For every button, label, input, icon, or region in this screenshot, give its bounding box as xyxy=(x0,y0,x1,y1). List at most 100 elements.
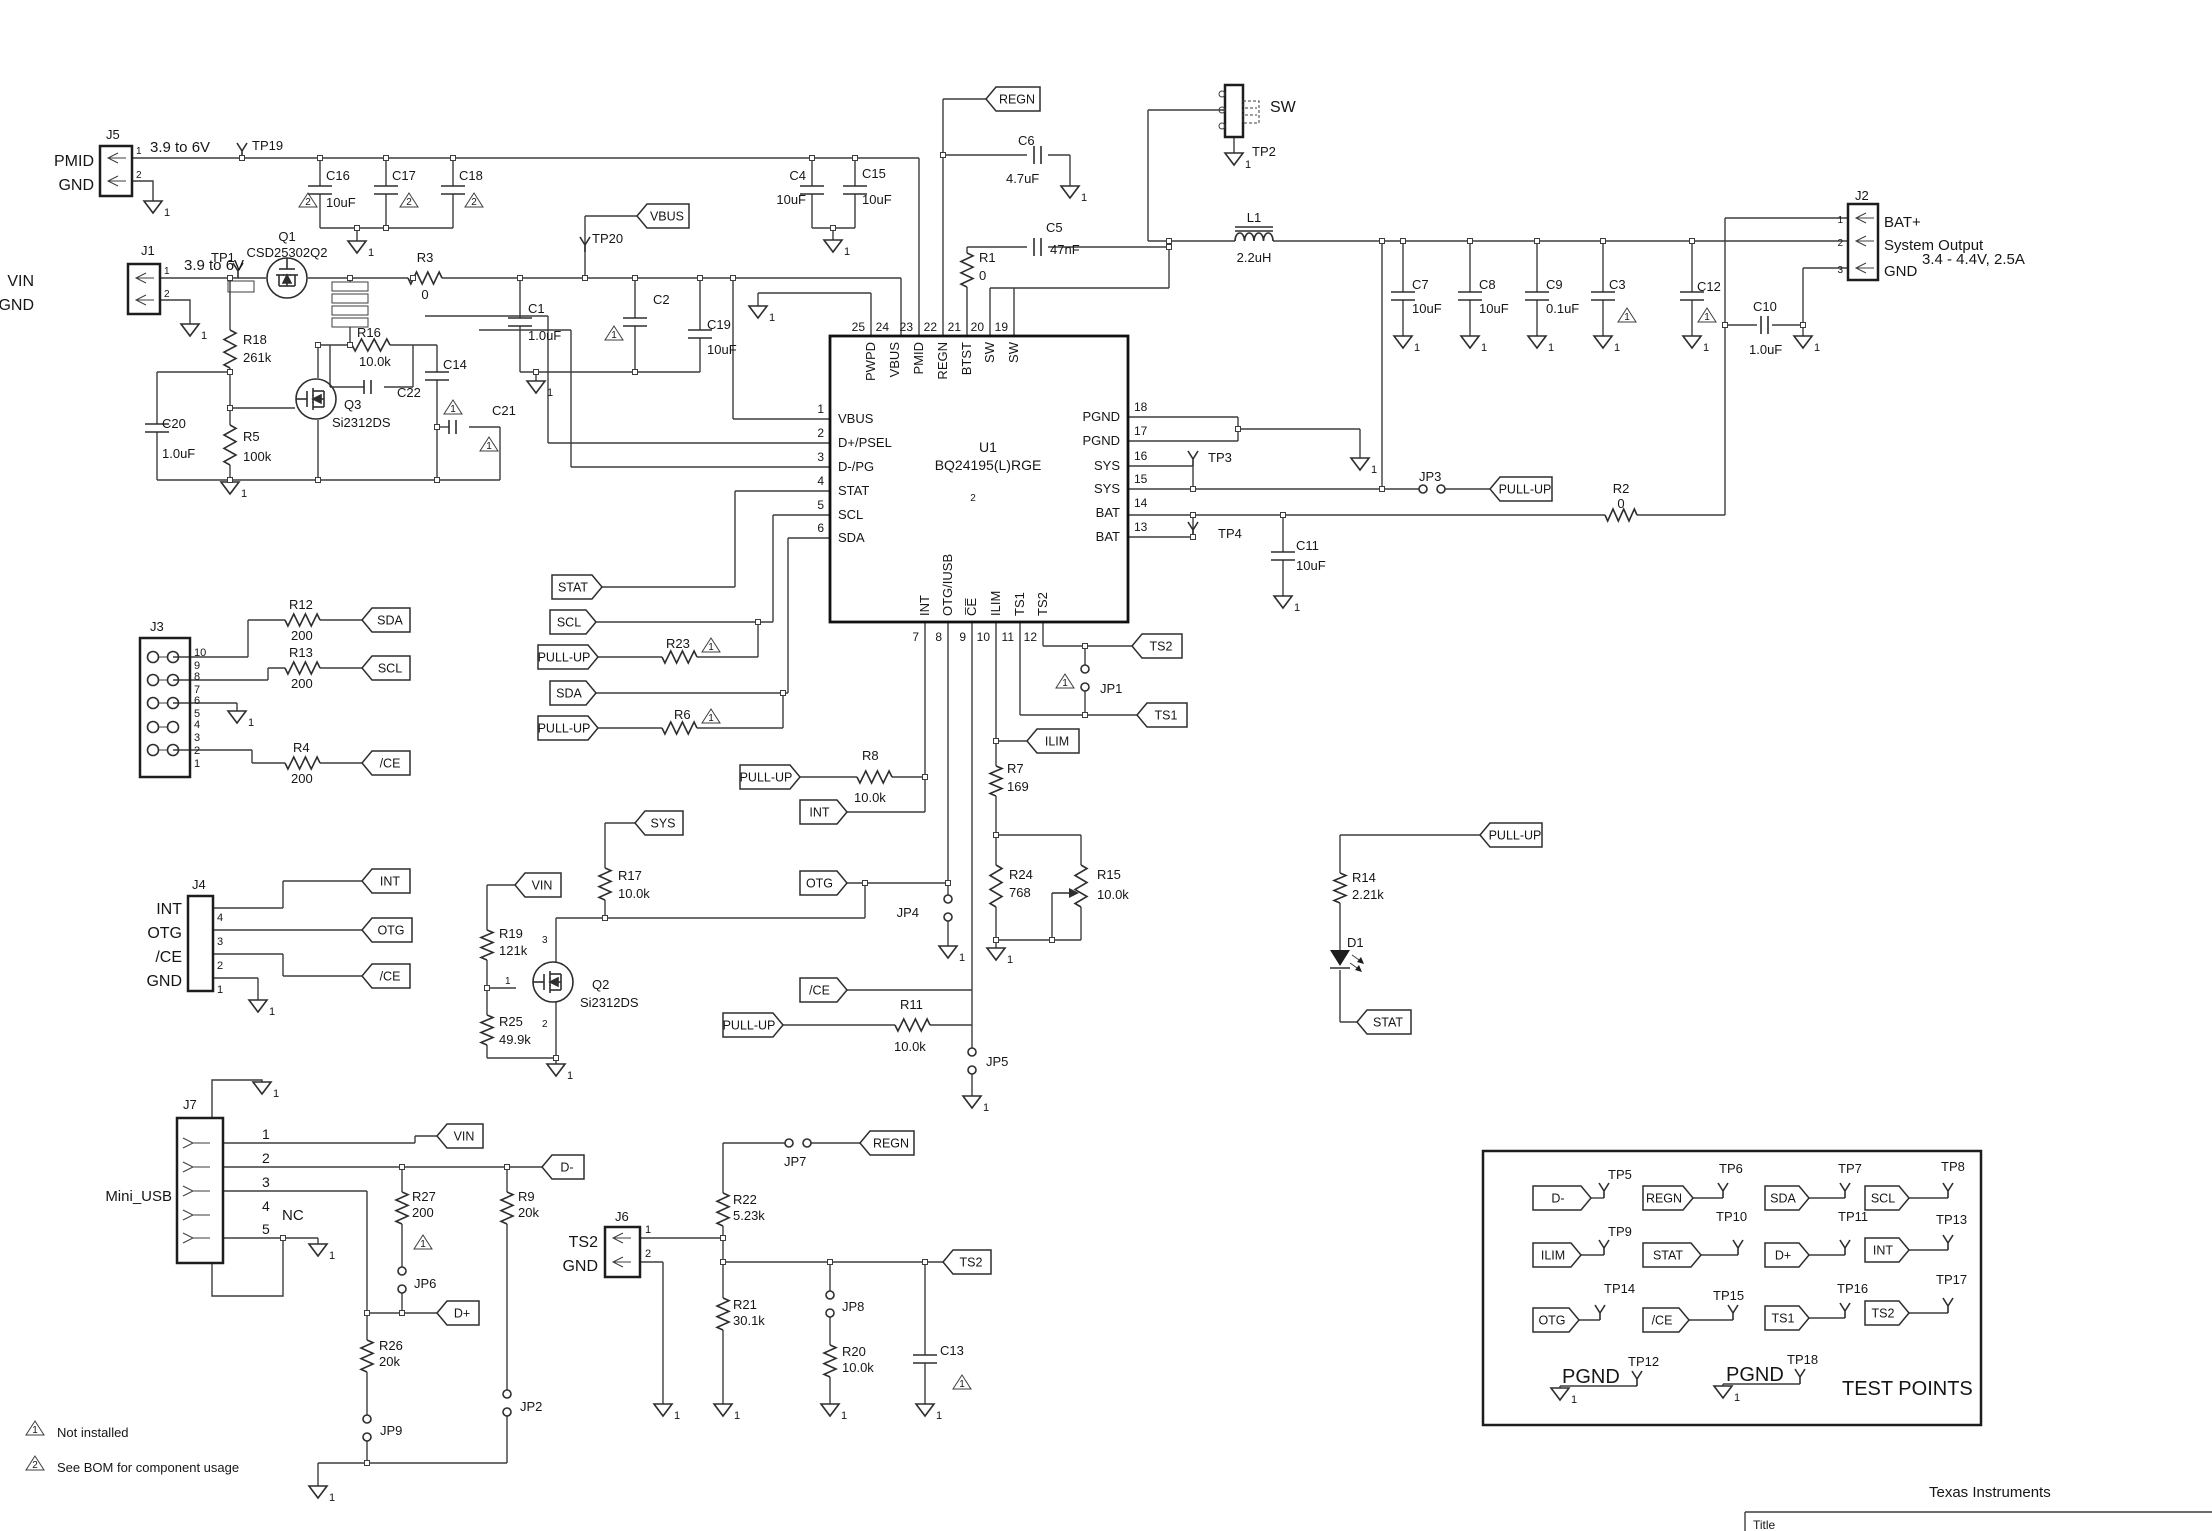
c16-val: 10uF xyxy=(326,195,356,210)
flag-vin-j7-label: VIN xyxy=(454,1130,475,1144)
r22-ref: R22 xyxy=(733,1192,757,1207)
c20-ref: C20 xyxy=(162,416,186,431)
tri-flag: 1 xyxy=(486,441,492,452)
gnd-ref: 1 xyxy=(1007,954,1013,966)
wires xyxy=(132,98,2212,1531)
u1-pin-name: SW xyxy=(982,341,997,363)
tri-flag: 1 xyxy=(959,1379,965,1390)
r4-ref: R4 xyxy=(293,740,310,755)
j1-pin1: 1 xyxy=(164,266,170,277)
r19-val: 121k xyxy=(499,943,528,958)
j4-int: INT xyxy=(156,901,182,918)
r25-ref: R25 xyxy=(499,1014,523,1029)
u1-pin-name: BAT xyxy=(1096,505,1120,520)
note1: Not installed xyxy=(57,1425,129,1440)
r17-ref: R17 xyxy=(618,868,642,883)
r1-ref: R1 xyxy=(979,250,996,265)
c9-val: 0.1uF xyxy=(1546,301,1579,316)
r1-val: 0 xyxy=(979,268,986,283)
j4-p2: 2 xyxy=(217,960,223,972)
component-symbols xyxy=(25,83,1954,1500)
connector-j2 xyxy=(1846,202,1880,282)
jp8-label: JP8 xyxy=(842,1299,864,1314)
flag-int-j4 xyxy=(361,868,411,894)
j7-p4: 4 xyxy=(262,1198,270,1214)
tp-flag-sda xyxy=(1764,1185,1810,1211)
flag-otg-u1 xyxy=(799,870,848,896)
flag-sda-u1-label: SDA xyxy=(556,687,582,701)
j6-p1: 1 xyxy=(645,1224,651,1236)
tp-flag-ilim xyxy=(1532,1242,1582,1268)
tri-flag: 2 xyxy=(305,197,311,208)
r19-ref: R19 xyxy=(499,926,523,941)
gnd-ref: 1 xyxy=(567,1070,573,1082)
tri-flag: 1 xyxy=(611,330,617,341)
j5-pin2: 2 xyxy=(136,170,142,181)
u1-pin-name: INT xyxy=(917,595,932,616)
j6-p2: 2 xyxy=(645,1248,651,1260)
r14-ref: R14 xyxy=(1352,870,1376,885)
flag-pullup-jp3-label: PULL-UP xyxy=(1499,483,1552,497)
u1-pin-name: D-/PG xyxy=(838,459,874,474)
r5-val: 100k xyxy=(243,449,272,464)
l1-ref: L1 xyxy=(1247,210,1261,225)
tp15: TP15 xyxy=(1713,1288,1744,1303)
tp-flag-dp xyxy=(1764,1242,1810,1268)
j1-label-vin: VIN xyxy=(7,273,34,290)
tp2-label: TP2 xyxy=(1252,144,1276,159)
flag-sda-j3 xyxy=(361,607,411,633)
c5-ref: C5 xyxy=(1046,220,1063,235)
r18-val: 261k xyxy=(243,350,272,365)
tp-flag-ts1-label: TS1 xyxy=(1772,1312,1795,1326)
r11-ref: R11 xyxy=(900,997,923,1012)
u1-pin-num: 1 xyxy=(817,402,824,416)
flag-pullup-r8-label: PULL-UP xyxy=(740,771,793,785)
c9-ref: C9 xyxy=(1546,277,1563,292)
flag-pullup-r23 xyxy=(537,644,599,670)
r15-val: 10.0k xyxy=(1097,887,1129,902)
j4-p3: 3 xyxy=(217,936,223,948)
flag-ts2-u1-label: TS2 xyxy=(1150,640,1173,654)
company: Texas Instruments xyxy=(1929,1484,2051,1501)
tp-flag-dp-label: D+ xyxy=(1775,1249,1791,1263)
c6-ref: C6 xyxy=(1018,133,1035,148)
j5-range: 3.9 to 6V xyxy=(150,139,210,156)
j4-otg: OTG xyxy=(147,925,182,942)
u1-pin-num: 9 xyxy=(959,630,966,644)
tri-flag: 1 xyxy=(1704,312,1710,323)
j3-p6: 6 xyxy=(194,695,200,707)
r11-val: 10.0k xyxy=(894,1039,926,1054)
r18-ref: R18 xyxy=(243,332,267,347)
flag-scl-u1 xyxy=(549,609,597,635)
j3-p9: 9 xyxy=(194,660,200,672)
flag-ce-j3-label: /CE xyxy=(380,757,401,771)
j4-ce: /CE xyxy=(155,949,182,966)
c10-val: 1.0uF xyxy=(1749,342,1782,357)
gnd-ref: 1 xyxy=(273,1088,279,1100)
flag-pullup-r23-label: PULL-UP xyxy=(538,651,591,665)
r3-ref: R3 xyxy=(417,250,434,265)
tp-flag-regn-label: REGN xyxy=(1646,1192,1682,1206)
j7-usb: Mini_USB xyxy=(105,1188,172,1205)
tri-flag: 1 xyxy=(1624,312,1630,323)
j3-p8: 8 xyxy=(194,671,200,683)
u1-pin-num: 2 xyxy=(817,426,824,440)
j7-p2: 2 xyxy=(262,1150,270,1166)
tp16: TP16 xyxy=(1837,1281,1868,1296)
flag-pullup-d1-label: PULL-UP xyxy=(1489,829,1542,843)
u1-pin-name: VBUS xyxy=(887,342,902,378)
tp-flag-otg-label: OTG xyxy=(1538,1314,1565,1328)
u1-pin-num: 5 xyxy=(817,498,824,512)
l1-val: 2.2uH xyxy=(1237,250,1272,265)
flag-scl-u1-label: SCL xyxy=(557,616,581,630)
j3-p3: 3 xyxy=(194,732,200,744)
gnd-ref: 1 xyxy=(674,1410,680,1422)
flag-stat-u1 xyxy=(551,574,603,600)
tp-flag-otg xyxy=(1532,1307,1580,1333)
u1-pin-name: C̅E̅ xyxy=(964,598,979,616)
connector-j7 xyxy=(175,1116,225,1265)
tri-flag: 2 xyxy=(471,197,477,208)
tp20-label: TP20 xyxy=(592,231,623,246)
j2-pin3: 3 xyxy=(1837,265,1843,276)
